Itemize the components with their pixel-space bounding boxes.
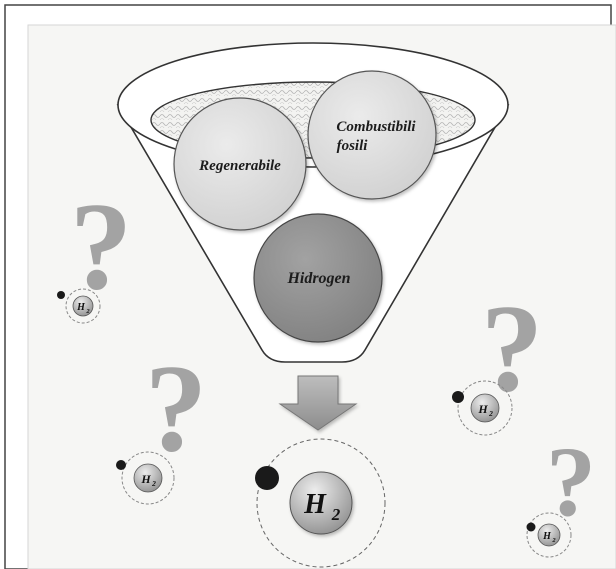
main-h2-molecule: H 2 <box>255 438 386 568</box>
molecule-2-orbit <box>121 451 175 505</box>
molecule-2-subscript: 2 <box>151 479 156 488</box>
molecule-2-letter: H <box>140 472 151 486</box>
molecule-4-letter: H <box>542 531 552 542</box>
molecule-3-subscript: 2 <box>488 409 493 418</box>
circle-fossil-label-line2: fosili <box>337 138 369 154</box>
main-electron-dot <box>255 466 279 490</box>
circle-renewable-label: Regenerabile <box>198 158 281 174</box>
molecule-1-core <box>72 295 94 317</box>
question-mark-group-1: ? H 2 <box>57 178 133 324</box>
question-mark-group-4: ? H 2 <box>526 426 596 558</box>
molecule-3-electron <box>452 391 464 403</box>
circle-fossil: Combustibili fosili <box>307 70 437 200</box>
molecule-4-electron <box>526 522 536 532</box>
circle-fossil-label-line1: Combustibili <box>336 119 416 135</box>
question-mark-group-2: ? H 2 <box>116 340 208 505</box>
molecule-3-orbit <box>457 380 513 436</box>
molecule-4-subscript: 2 <box>551 537 556 544</box>
question-mark-group-3: ? H 2 <box>452 280 543 436</box>
question-mark-4: ? <box>546 426 596 537</box>
molecule-3-core <box>470 393 500 423</box>
molecule-4-core <box>537 523 561 547</box>
molecule-1-orbit <box>65 288 101 324</box>
molecule-1-subscript: 2 <box>85 308 90 315</box>
main-molecule-orbit <box>256 438 386 568</box>
main-molecule-core <box>289 471 353 535</box>
circle-hydrogen: Hidrogen <box>253 213 383 343</box>
circle-hydrogen-label: Hidrogen <box>286 270 350 287</box>
main-molecule-letter: H <box>303 489 327 520</box>
down-arrow-icon <box>278 375 358 431</box>
question-mark-1: ? <box>70 178 133 316</box>
molecule-3-letter: H <box>477 402 488 416</box>
molecule-1-electron <box>57 291 65 299</box>
molecule-4-orbit <box>526 512 572 558</box>
molecule-2-electron <box>116 460 126 470</box>
circle-renewable: Regenerabile <box>173 97 307 231</box>
molecule-1-letter: H <box>76 302 86 313</box>
main-molecule-subscript: 2 <box>331 505 341 524</box>
question-mark-2: ? <box>145 340 208 478</box>
molecule-2-core <box>133 463 163 493</box>
